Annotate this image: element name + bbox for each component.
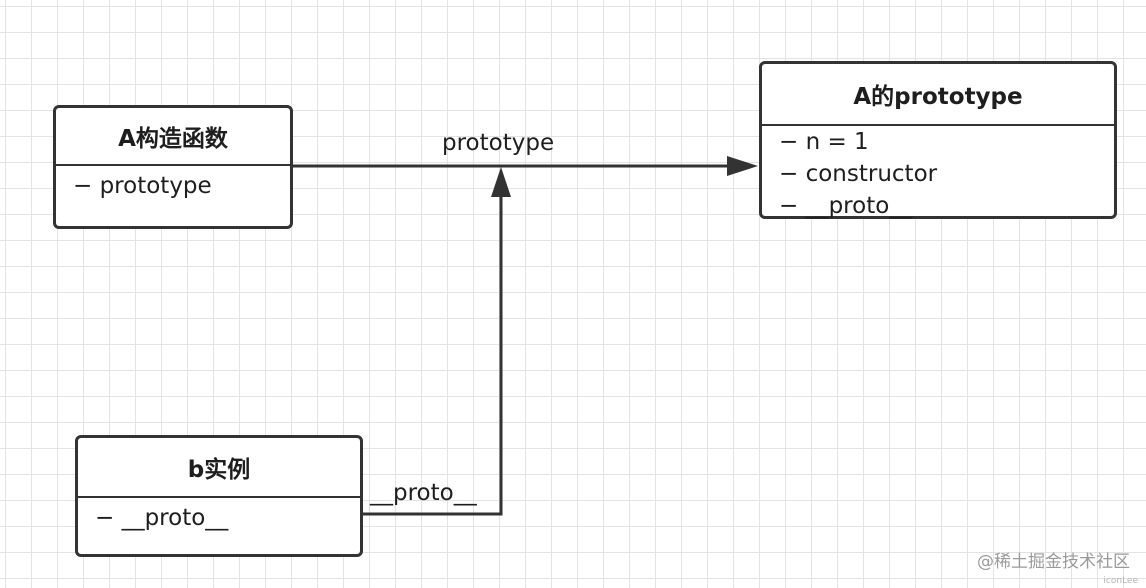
prototype-edge-label: prototype	[442, 130, 555, 156]
watermark: @稀土掘金技术社区	[977, 552, 1130, 572]
prototype-edge-arrowhead	[727, 156, 758, 176]
proto-edge-label: __proto__	[370, 480, 477, 506]
proto-edge-line	[362, 196, 503, 516]
node-instance-b-row: − __proto__	[95, 505, 229, 531]
watermark-sub: iconLee	[1103, 576, 1138, 586]
node-prototype-a-row: − __proto__	[779, 193, 913, 219]
proto-edge-arrowhead	[491, 167, 511, 197]
node-constructor-a-row: − prototype	[73, 173, 212, 199]
node-constructor-a-title: A构造函数	[56, 108, 290, 166]
node-prototype-a-row: − constructor	[779, 161, 938, 187]
node-instance-b-title: b实例	[78, 438, 360, 498]
node-instance-b-body: − __proto__	[78, 498, 360, 534]
node-prototype-a-body: − n = 1 − constructor − __proto__	[762, 126, 1114, 222]
node-prototype-a-title: A的prototype	[762, 64, 1114, 126]
node-prototype-a-row: − n = 1	[779, 129, 869, 155]
node-instance-b[interactable]: b实例 − __proto__	[75, 435, 363, 557]
node-constructor-a-body: − prototype	[56, 166, 290, 202]
node-prototype-a[interactable]: A的prototype − n = 1 − constructor − __pr…	[759, 61, 1117, 219]
node-constructor-a[interactable]: A构造函数 − prototype	[53, 105, 293, 229]
